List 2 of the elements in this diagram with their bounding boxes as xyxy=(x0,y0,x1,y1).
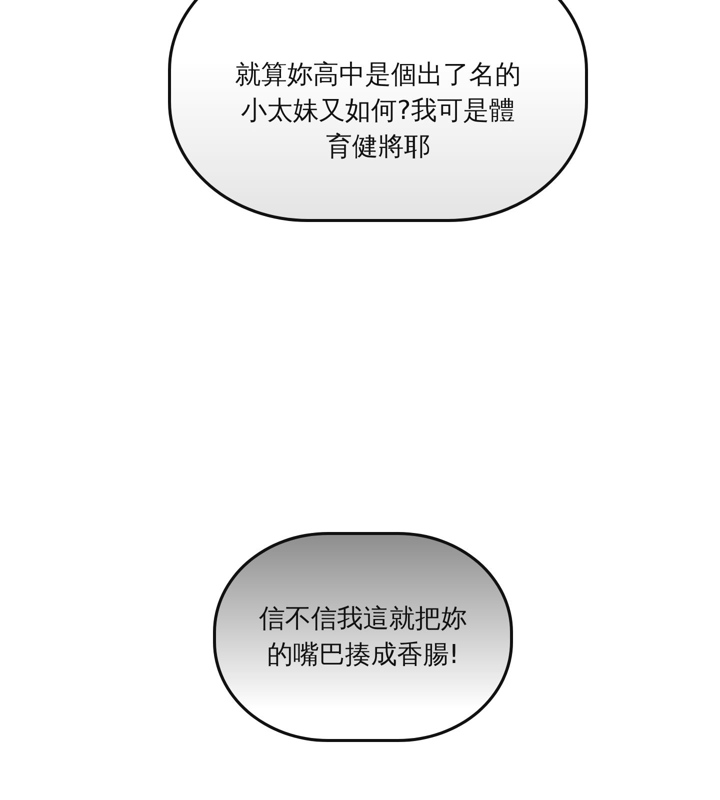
dialogue-text: 信不信我這就把妳的嘴巴揍成香腸! xyxy=(258,603,468,672)
dialogue-text: 就算妳高中是個出了名的小太妹又如何?我可是體育健將耶 xyxy=(234,59,522,164)
